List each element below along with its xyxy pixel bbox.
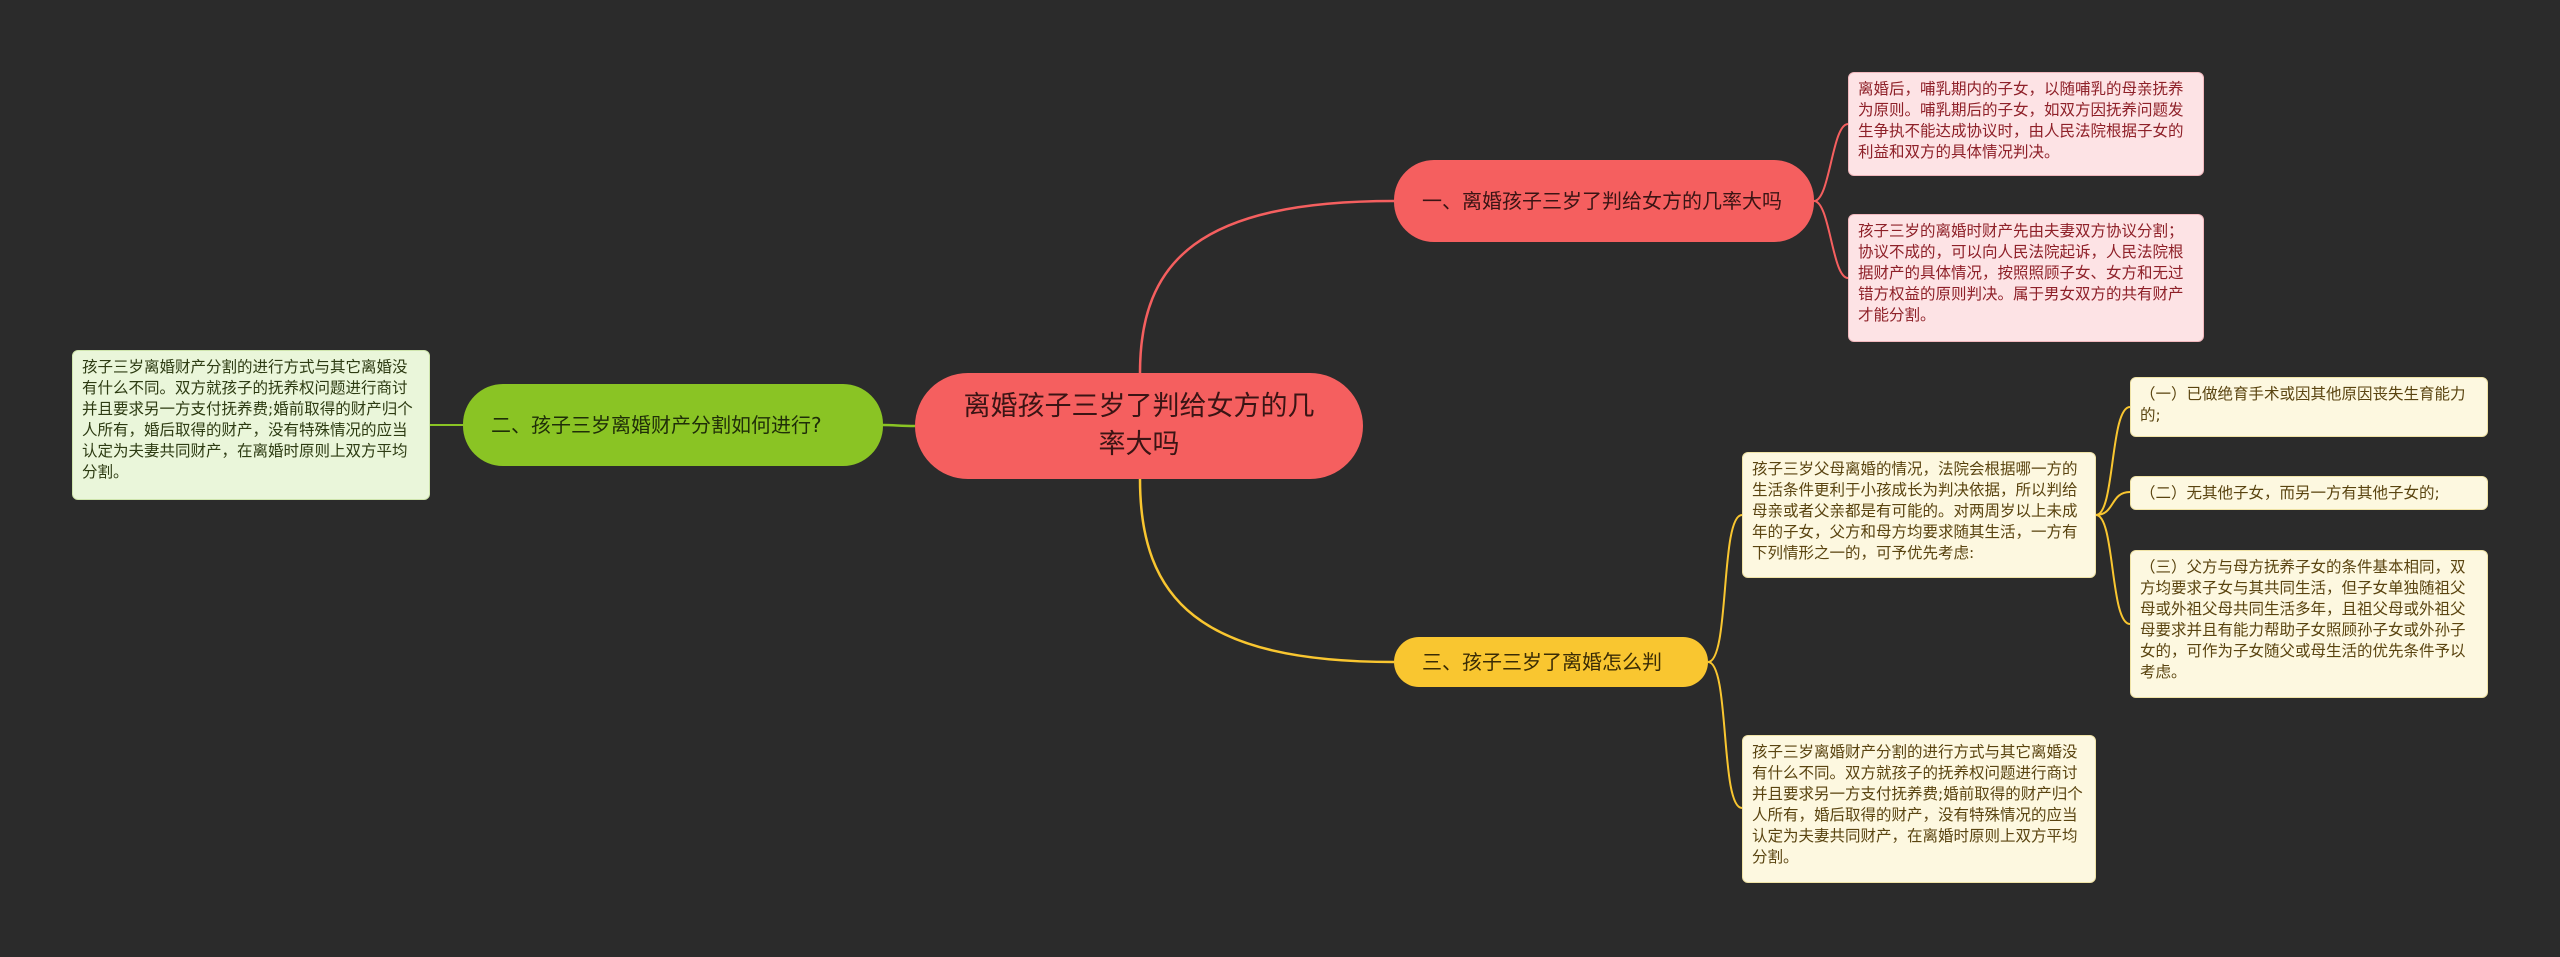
leaf-topic-3-2-text: 孩子三岁离婚财产分割的进行方式与其它离婚没有什么不同。双方就孩子的抚养权问题进行… (1752, 743, 2083, 866)
branch-topic-1[interactable]: 一、离婚孩子三岁了判给女方的几率大吗 (1394, 160, 1814, 242)
link-root-branch1 (1138, 199, 1395, 374)
leaf-topic-2-1-text: 孩子三岁离婚财产分割的进行方式与其它离婚没有什么不同。双方就孩子的抚养权问题进行… (82, 358, 413, 481)
subleaf-topic-3[interactable]: （三）父方与母方抚养子女的条件基本相同，双方均要求子女与其共同生活，但子女单独随… (2130, 550, 2488, 698)
link-leaf-sub3 (2095, 514, 2131, 625)
branch-topic-1-label: 一、离婚孩子三岁了判给女方的几率大吗 (1422, 189, 1782, 213)
subleaf-topic-3-text: （三）父方与母方抚养子女的条件基本相同，双方均要求子女与其共同生活，但子女单独随… (2140, 558, 2466, 681)
branch-topic-3[interactable]: 三、孩子三岁了离婚怎么判 (1394, 637, 1708, 687)
leaf-topic-1-2[interactable]: 孩子三岁的离婚时财产先由夫妻双方协议分割；协议不成的，可以向人民法院起诉，人民法… (1848, 214, 2204, 342)
link-branch1-leaf1 (1813, 123, 1849, 202)
leaf-topic-1-1[interactable]: 离婚后，哺乳期内的子女，以随哺乳的母亲抚养为原则。哺乳期后的子女，如双方因抚养问… (1848, 72, 2204, 176)
link-root-branch3 (1138, 478, 1395, 664)
link-branch1-leaf2 (1813, 200, 1849, 279)
branch-topic-2[interactable]: 二、孩子三岁离婚财产分割如何进行? (463, 384, 883, 466)
leaf-topic-3-1-text: 孩子三岁父母离婚的情况，法院会根据哪一方的生活条件更利于小孩成长为判决依据，所以… (1752, 460, 2078, 562)
root-topic-label: 离婚孩子三岁了判给女方的几率大吗 (963, 391, 1315, 460)
link-branch3-leaf2 (1707, 661, 1743, 809)
root-topic[interactable]: 离婚孩子三岁了判给女方的几率大吗 (915, 373, 1363, 479)
leaf-topic-1-1-text: 离婚后，哺乳期内的子女，以随哺乳的母亲抚养为原则。哺乳期后的子女，如双方因抚养问… (1858, 80, 2184, 161)
link-leaf-sub1 (2095, 406, 2131, 516)
link-leaf-sub2 (2095, 491, 2131, 516)
subleaf-topic-2[interactable]: （二）无其他子女，而另一方有其他子女的; (2130, 476, 2488, 510)
subleaf-topic-1-text: （一）已做绝育手术或因其他原因丧失生育能力的; (2140, 385, 2466, 424)
link-branch3-leaf1 (1707, 514, 1743, 663)
branch-topic-2-label: 二、孩子三岁离婚财产分割如何进行? (491, 413, 822, 437)
branch-topic-3-label: 三、孩子三岁了离婚怎么判 (1422, 650, 1662, 674)
leaf-topic-3-1[interactable]: 孩子三岁父母离婚的情况，法院会根据哪一方的生活条件更利于小孩成长为判决依据，所以… (1742, 452, 2096, 578)
leaf-topic-3-2[interactable]: 孩子三岁离婚财产分割的进行方式与其它离婚没有什么不同。双方就孩子的抚养权问题进行… (1742, 735, 2096, 883)
link-root-branch2 (882, 423, 916, 428)
subleaf-topic-2-text: （二）无其他子女，而另一方有其他子女的; (2140, 484, 2440, 502)
leaf-topic-1-2-text: 孩子三岁的离婚时财产先由夫妻双方协议分割；协议不成的，可以向人民法院起诉，人民法… (1858, 222, 2184, 324)
subleaf-topic-1[interactable]: （一）已做绝育手术或因其他原因丧失生育能力的; (2130, 377, 2488, 437)
leaf-topic-2-1[interactable]: 孩子三岁离婚财产分割的进行方式与其它离婚没有什么不同。双方就孩子的抚养权问题进行… (72, 350, 430, 500)
